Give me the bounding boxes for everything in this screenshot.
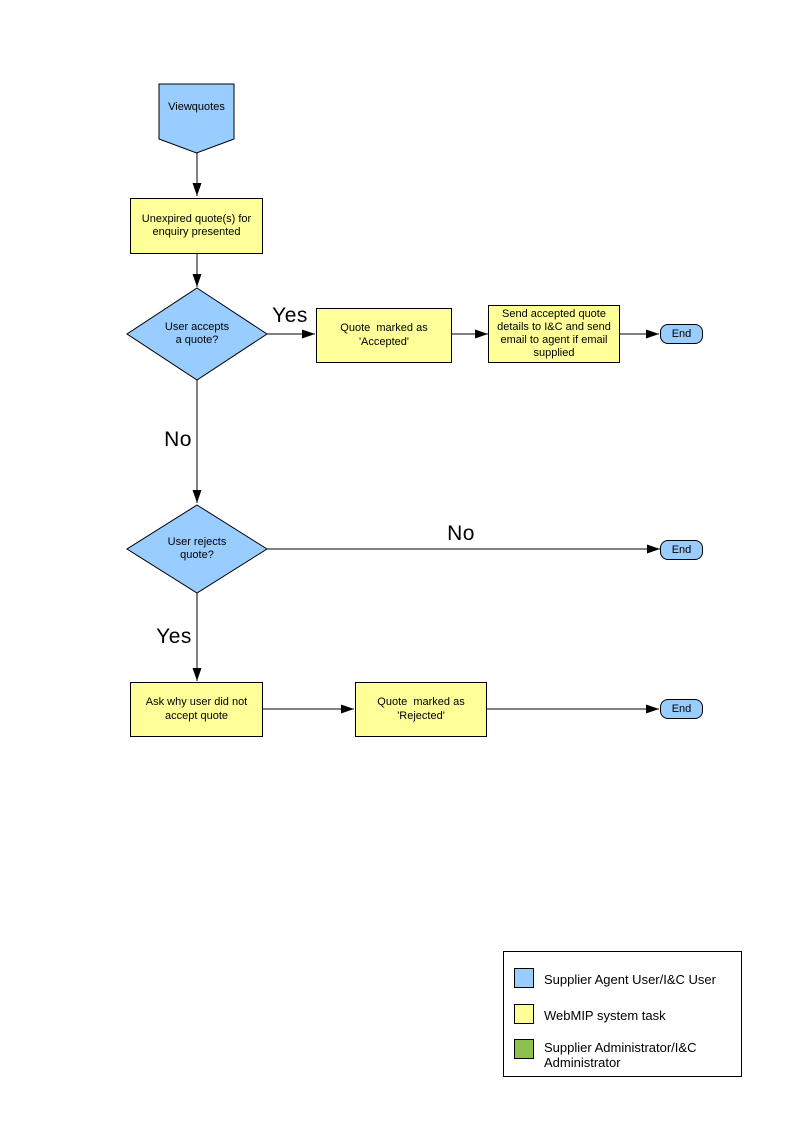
end-node-no-reject: End bbox=[660, 540, 703, 560]
edge-label-accept-yes: Yes bbox=[272, 304, 308, 327]
edge-label-reject-yes: Yes bbox=[156, 625, 192, 648]
start-pentagon-shape bbox=[158, 83, 235, 154]
edge-label-reject-no: No bbox=[447, 522, 475, 545]
task-quote-marked-rejected: Quote marked as 'Rejected' bbox=[355, 682, 487, 737]
task-unexpired-quotes: Unexpired quote(s) for enquiry presented bbox=[130, 198, 263, 254]
legend-box: Supplier Agent User/I&C User WebMIP syst… bbox=[503, 951, 742, 1077]
decision-rejects-shape bbox=[126, 504, 268, 594]
legend-label-supplier-admin: Supplier Administrator/I&C Administrator bbox=[544, 1040, 697, 1071]
legend-label-supplier-agent: Supplier Agent User/I&C User bbox=[544, 972, 716, 987]
task-quote-marked-accepted: Quote marked as 'Accepted' bbox=[316, 308, 452, 363]
task-send-accepted-details: Send accepted quote details to I&C and s… bbox=[488, 305, 620, 363]
decision-accepts-shape bbox=[126, 287, 268, 381]
legend-swatch-supplier-admin bbox=[514, 1039, 534, 1059]
legend-swatch-webmip-task bbox=[514, 1004, 534, 1024]
edge-label-accept-no: No bbox=[164, 428, 192, 451]
legend-swatch-supplier-agent bbox=[514, 968, 534, 988]
end-node-rejected: End bbox=[660, 699, 703, 719]
legend-label-webmip-task: WebMIP system task bbox=[544, 1008, 666, 1023]
task-ask-why-not-accept: Ask why user did not accept quote bbox=[130, 682, 263, 737]
end-node-accepted: End bbox=[660, 324, 703, 344]
